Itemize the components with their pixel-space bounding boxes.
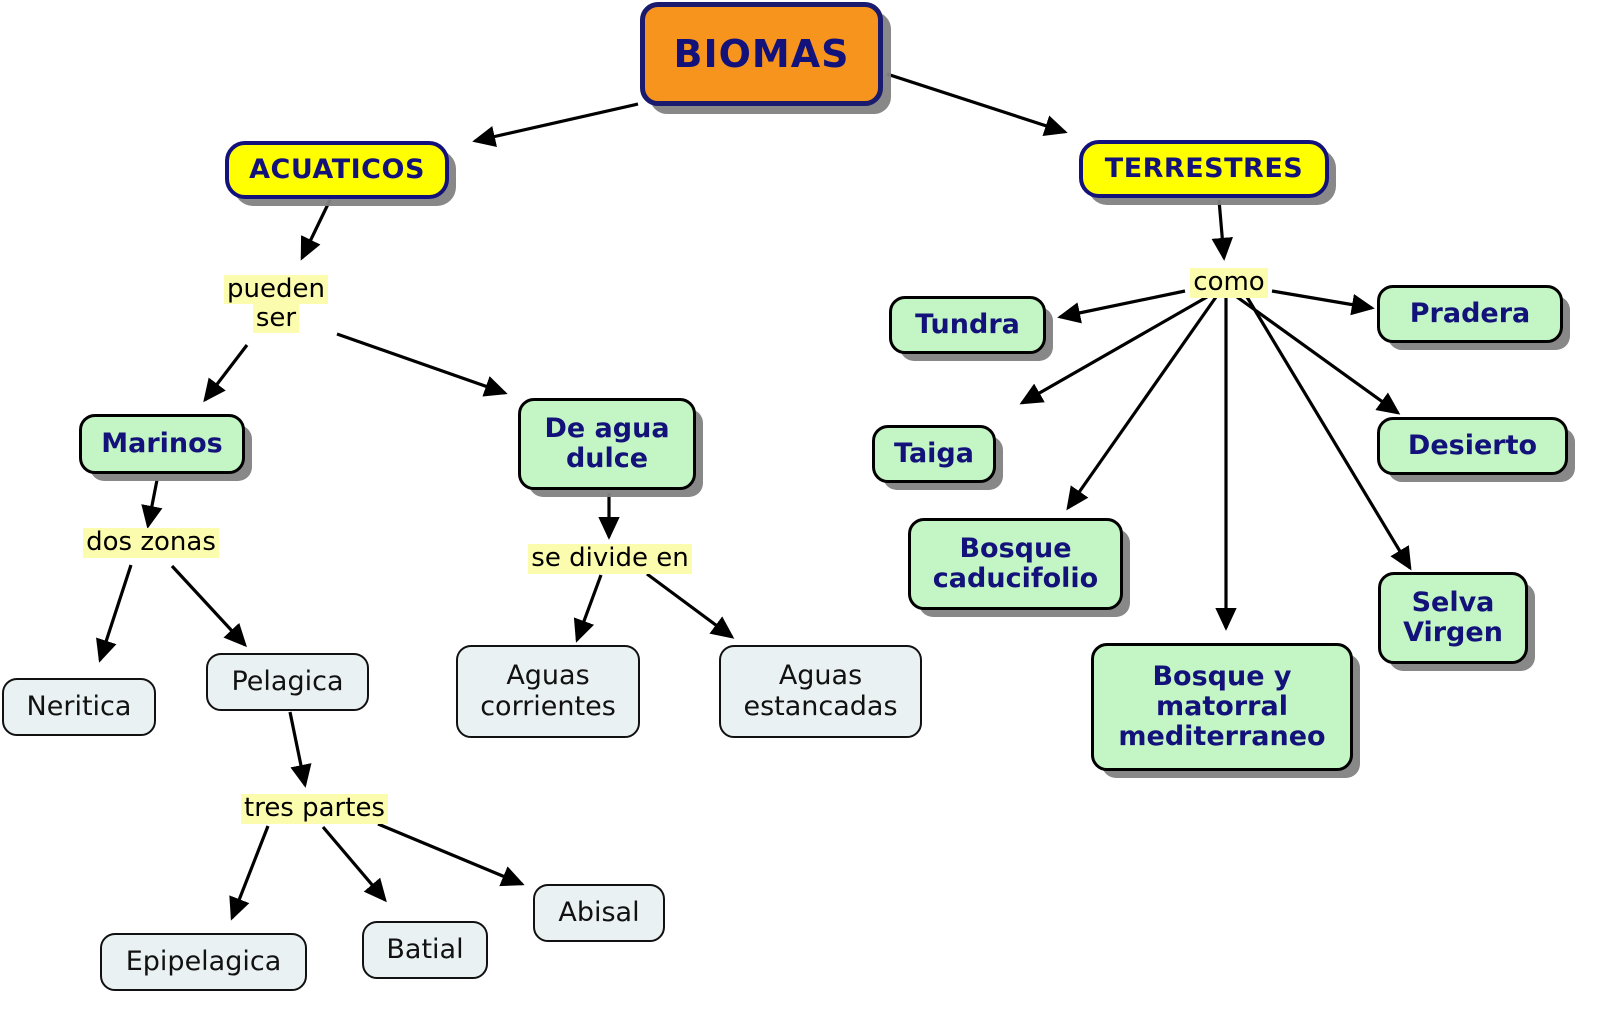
node-neritica-label: Neritica — [26, 690, 132, 722]
link-dos-zonas-label: dos zonas — [83, 528, 219, 558]
link-como: como — [1186, 268, 1272, 298]
node-bosque-matorral-line3: mediterraneo — [1118, 721, 1326, 753]
edge-como-bosquecaducifolio — [1066, 296, 1218, 511]
edge-como-pradera — [1271, 289, 1375, 316]
node-de-agua-dulce[interactable]: De agua dulce — [518, 398, 696, 490]
node-batial-label: Batial — [386, 933, 464, 965]
edge-marinos-doszonas — [141, 479, 163, 529]
node-marinos[interactable]: Marinos — [79, 414, 245, 474]
node-biomas[interactable]: BIOMAS — [640, 2, 883, 106]
node-de-agua-dulce-text: De agua dulce — [544, 412, 670, 474]
node-bosque-caducifolio-line2: caducifolio — [932, 563, 1099, 594]
edge-trespartes-batial — [321, 825, 387, 903]
node-abisal-label: Abisal — [558, 896, 640, 928]
node-aguas-corrientes-line1: Aguas — [506, 660, 590, 692]
node-pelagica-label: Pelagica — [231, 665, 344, 697]
node-bosque-caducifolio-text: Bosque caducifolio — [932, 532, 1099, 594]
node-bosque-matorral-mediterraneo[interactable]: Bosque y matorral mediterraneo — [1091, 643, 1353, 771]
node-selva-virgen-text: Selva Virgen — [1403, 586, 1503, 648]
node-epipelagica-label: Epipelagica — [125, 945, 282, 977]
node-desierto-label: Desierto — [1407, 429, 1538, 461]
link-tres-partes: tres partes — [228, 793, 401, 825]
node-selva-virgen-line2: Virgen — [1403, 617, 1503, 648]
edge-pelagica-trespartes — [288, 711, 312, 788]
edge-puedenser-marinos — [203, 344, 249, 403]
node-desierto[interactable]: Desierto — [1377, 417, 1568, 475]
edge-doszonas-neritica — [96, 564, 133, 663]
node-selva-virgen-line1: Selva — [1411, 586, 1495, 618]
edge-sedivideen-aguasestancadas — [646, 572, 735, 639]
edge-como-desierto — [1236, 295, 1401, 415]
link-tres-partes-label: tres partes — [241, 794, 388, 824]
edge-root-acuaticos — [472, 102, 639, 148]
edge-como-taiga — [1019, 295, 1208, 405]
node-selva-virgen[interactable]: Selva Virgen — [1378, 572, 1528, 664]
node-abisal[interactable]: Abisal — [533, 884, 665, 942]
node-aguas-estancadas-line2: estancadas — [743, 690, 898, 722]
node-epipelagica[interactable]: Epipelagica — [100, 933, 307, 991]
node-de-agua-dulce-line2: dulce — [565, 443, 649, 474]
node-tundra[interactable]: Tundra — [889, 296, 1046, 354]
node-terrestres[interactable]: TERRESTRES — [1079, 140, 1329, 198]
edge-root-terrestres — [886, 72, 1068, 136]
node-bosque-matorral-line2: matorral — [1156, 690, 1288, 722]
node-taiga-label: Taiga — [894, 437, 974, 469]
node-bosque-caducifolio[interactable]: Bosque caducifolio — [908, 518, 1123, 610]
edge-trespartes-abisal — [377, 822, 525, 887]
node-aguas-corrientes-text: Aguas corrientes — [480, 661, 616, 721]
node-aguas-estancadas-line1: Aguas — [778, 660, 863, 692]
link-pueden-ser-line1: pueden — [224, 274, 328, 304]
node-terrestres-label: TERRESTRES — [1104, 152, 1304, 184]
node-aguas-corrientes[interactable]: Aguas corrientes — [456, 645, 640, 738]
node-acuaticos[interactable]: ACUATICOS — [225, 141, 449, 199]
node-aguas-estancadas[interactable]: Aguas estancadas — [719, 645, 922, 738]
node-biomas-label: BIOMAS — [673, 31, 850, 76]
node-marinos-label: Marinos — [101, 427, 223, 459]
node-pradera[interactable]: Pradera — [1377, 285, 1563, 343]
edge-puedenser-aguadulce — [336, 332, 508, 397]
edge-acuaticos-puedenser — [300, 199, 332, 261]
edge-trespartes-epipelagica — [229, 825, 270, 921]
link-pueden-ser: pueden ser — [215, 271, 337, 337]
node-pradera-label: Pradera — [1409, 297, 1531, 329]
link-dos-zonas: dos zonas — [72, 527, 230, 559]
node-pelagica[interactable]: Pelagica — [206, 653, 369, 711]
node-bosque-caducifolio-line1: Bosque — [959, 532, 1072, 564]
node-aguas-estancadas-text: Aguas estancadas — [743, 661, 897, 721]
node-batial[interactable]: Batial — [362, 921, 488, 979]
node-neritica[interactable]: Neritica — [2, 678, 156, 736]
link-como-label: como — [1190, 268, 1268, 298]
node-aguas-corrientes-line2: corrientes — [480, 690, 616, 722]
link-se-divide-en: se divide en — [512, 543, 708, 575]
edge-terrestres-como — [1211, 199, 1233, 261]
node-bosque-matorral-line1: Bosque y — [1152, 660, 1292, 692]
link-se-divide-en-label: se divide en — [528, 544, 692, 574]
edge-como-tundra — [1057, 289, 1186, 324]
node-taiga[interactable]: Taiga — [872, 425, 996, 483]
edge-doszonas-pelagica — [170, 564, 247, 648]
edge-sedivideen-aguascorrientes — [573, 574, 603, 643]
link-pueden-ser-line2: ser — [252, 303, 300, 334]
node-tundra-label: Tundra — [915, 308, 1020, 340]
node-bosque-matorral-text: Bosque y matorral mediterraneo — [1118, 660, 1326, 753]
node-acuaticos-label: ACUATICOS — [249, 153, 425, 185]
node-de-agua-dulce-line1: De agua — [544, 412, 670, 444]
